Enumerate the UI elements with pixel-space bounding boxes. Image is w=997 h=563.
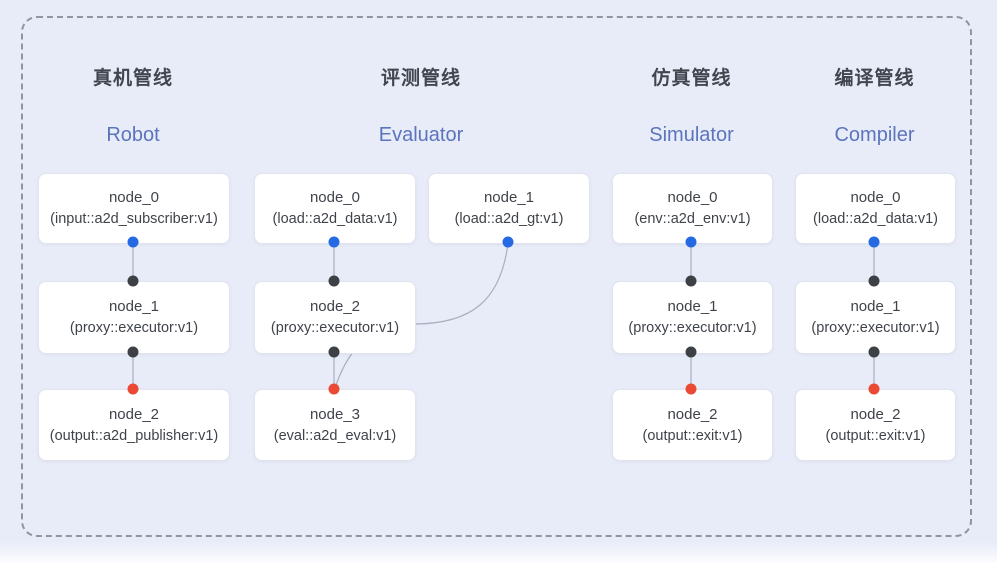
node-name: node_0	[850, 189, 901, 206]
pipeline-subtitle-simulator: Simulator	[649, 124, 734, 146]
node-type: (proxy::executor:v1)	[270, 320, 400, 336]
port-dot-input-dark	[868, 275, 880, 287]
pipeline-title-compiler: 编译管线	[795, 63, 954, 90]
node-name: node_2	[108, 405, 160, 423]
node-name: node_2	[850, 405, 901, 423]
node-type: (load::a2d_gt:v1)	[454, 211, 564, 227]
port-dot-output-blue	[328, 236, 340, 248]
port-dot-input-red	[868, 383, 880, 395]
pipeline-title-cn: 评测管线	[380, 68, 461, 89]
node-name: node_1	[850, 298, 901, 315]
dashed-border-frame	[21, 16, 972, 537]
node-name: node_3	[309, 405, 361, 423]
node-type: (proxy::executor:v1)	[69, 320, 199, 336]
pipeline-subtitle-robot: Robot	[106, 124, 160, 146]
node-robot-node2: node_2 (output::a2d_publisher:v1)	[38, 389, 230, 461]
node-evaluator-node0: node_0 (load::a2d_data:v1)	[254, 173, 416, 244]
pipeline-title-evaluator: 评测管线	[254, 63, 588, 90]
port-dot-input-red	[685, 383, 697, 395]
port-dot-output-blue	[685, 236, 697, 248]
port-dot-output-dark	[685, 346, 697, 358]
port-dot-output-blue	[502, 236, 514, 248]
node-evaluator-node1: node_1 (load::a2d_gt:v1)	[428, 173, 590, 244]
node-name: node_1	[108, 298, 160, 315]
node-name: node_2	[309, 298, 361, 315]
node-type: (proxy::executor:v1)	[628, 320, 757, 336]
port-dot-input-red	[127, 383, 139, 395]
node-type: (proxy::executor:v1)	[811, 320, 940, 336]
node-robot-node1: node_1 (proxy::executor:v1)	[38, 281, 230, 354]
pipeline-title-cn: 仿真管线	[651, 68, 732, 89]
pipeline-title-robot: 真机管线	[38, 63, 228, 90]
node-compiler-node0: node_0 (load::a2d_data:v1)	[795, 173, 956, 244]
node-compiler-node2: node_2 (output::exit:v1)	[795, 389, 956, 461]
node-type: (output::exit:v1)	[825, 427, 926, 444]
port-dot-input-dark	[127, 275, 139, 287]
pipeline-subtitle-compiler: Compiler	[834, 124, 915, 146]
node-simulator-node1: node_1 (proxy::executor:v1)	[612, 281, 773, 354]
node-type: (load::a2d_data:v1)	[272, 211, 398, 227]
pipeline-title-cn: 编译管线	[834, 68, 915, 89]
port-dot-output-dark	[127, 346, 139, 358]
node-name: node_0	[309, 189, 361, 206]
pipeline-title-cn: 真机管线	[92, 68, 173, 89]
node-robot-node0: node_0 (input::a2d_subscriber:v1)	[38, 173, 230, 244]
port-dot-output-blue	[127, 236, 139, 248]
node-type: (env::a2d_env:v1)	[634, 211, 751, 227]
node-name: node_2	[667, 405, 718, 423]
node-name: node_1	[667, 298, 718, 315]
pipeline-title-simulator: 仿真管线	[612, 63, 771, 90]
node-type: (eval::a2d_eval:v1)	[273, 427, 397, 444]
pipeline-subtitle-evaluator: Evaluator	[378, 124, 464, 146]
node-evaluator-node2: node_2 (proxy::executor:v1)	[254, 281, 416, 354]
node-evaluator-node3: node_3 (eval::a2d_eval:v1)	[254, 389, 416, 461]
node-simulator-node0: node_0 (env::a2d_env:v1)	[612, 173, 773, 244]
port-dot-output-dark	[328, 346, 340, 358]
node-type: (load::a2d_data:v1)	[813, 211, 938, 227]
port-dot-input-dark	[328, 275, 340, 287]
node-name: node_0	[108, 189, 160, 206]
node-type: (input::a2d_subscriber:v1)	[50, 211, 218, 227]
node-name: node_1	[483, 189, 535, 206]
port-dot-input-dark	[685, 275, 697, 287]
node-type: (output::exit:v1)	[642, 427, 743, 444]
port-dot-output-dark	[868, 346, 880, 358]
port-dot-output-blue	[868, 236, 880, 248]
port-dot-input-red	[328, 383, 340, 395]
node-name: node_0	[667, 189, 718, 206]
node-compiler-node1: node_1 (proxy::executor:v1)	[795, 281, 956, 354]
node-type: (output::a2d_publisher:v1)	[49, 427, 219, 444]
node-simulator-node2: node_2 (output::exit:v1)	[612, 389, 773, 461]
